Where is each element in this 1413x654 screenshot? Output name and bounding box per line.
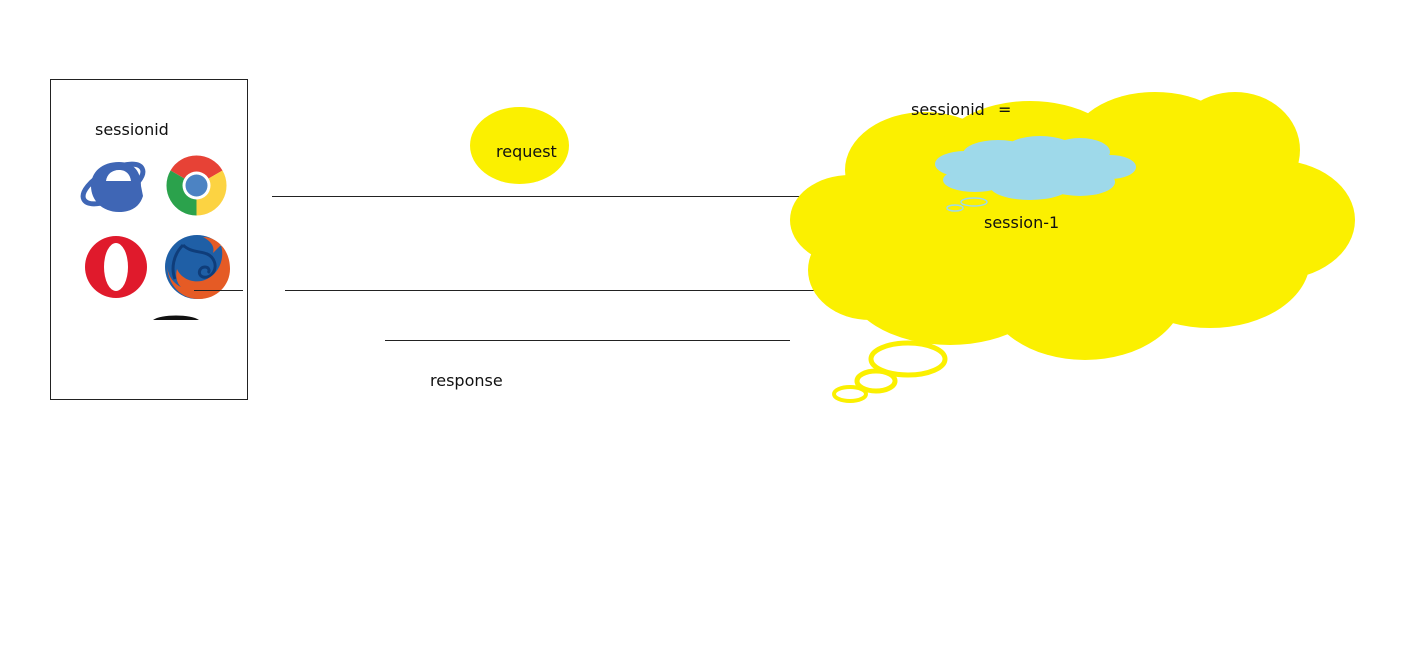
request-label: request (496, 142, 557, 161)
response-label: response (430, 371, 503, 390)
chrome-icon (166, 155, 227, 216)
request-bubble (470, 107, 569, 184)
server-sessionid-label: sessionid (911, 100, 985, 119)
connector-line-short (194, 290, 243, 291)
response-line (385, 340, 790, 341)
internet-explorer-icon (80, 161, 146, 212)
connector-line-long (285, 290, 849, 291)
session-cloud (935, 136, 1136, 212)
client-box (50, 79, 248, 400)
session-label: session-1 (984, 213, 1060, 232)
server-thought-cloud (790, 92, 1355, 403)
request-line (272, 196, 807, 197)
partial-browser-icon (153, 315, 199, 320)
equals-sign: = (998, 100, 1012, 119)
opera-icon (85, 236, 147, 298)
firefox-icon (165, 235, 230, 299)
client-sessionid-label: sessionid (95, 120, 169, 139)
